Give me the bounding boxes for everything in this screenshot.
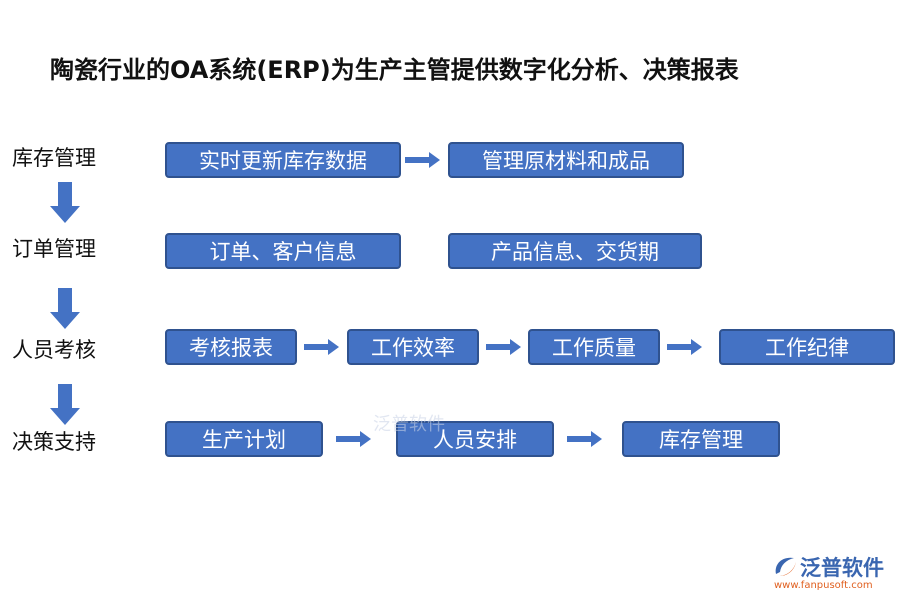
node-work-efficiency: 工作效率 bbox=[347, 329, 479, 365]
right-arrow-icon bbox=[667, 339, 702, 355]
down-arrow-icon bbox=[50, 288, 80, 329]
category-decision-support: 决策支持 bbox=[12, 430, 96, 454]
brand-logo-url: www.fanpusoft.com bbox=[774, 580, 873, 591]
node-realtime-inventory-update: 实时更新库存数据 bbox=[165, 142, 401, 178]
brand-logo-icon bbox=[775, 557, 796, 576]
diagram-title: 陶瓷行业的OA系统(ERP)为生产主管提供数字化分析、决策报表 bbox=[50, 56, 739, 84]
node-work-discipline: 工作纪律 bbox=[719, 329, 895, 365]
watermark: 泛普软件 bbox=[373, 414, 445, 435]
node-order-customer-info: 订单、客户信息 bbox=[165, 233, 401, 269]
node-inventory-management: 库存管理 bbox=[622, 421, 780, 457]
right-arrow-icon bbox=[304, 339, 339, 355]
node-assessment-report: 考核报表 bbox=[165, 329, 297, 365]
down-arrow-icon bbox=[50, 384, 80, 425]
right-arrow-icon bbox=[336, 431, 371, 447]
category-inventory: 库存管理 bbox=[12, 146, 96, 170]
brand-logo-name: 泛普软件 bbox=[800, 556, 884, 580]
node-work-quality: 工作质量 bbox=[528, 329, 660, 365]
category-staff-assessment: 人员考核 bbox=[12, 338, 96, 362]
right-arrow-icon bbox=[405, 152, 440, 168]
brand-logo: 泛普软件 www.fanpusoft.com bbox=[772, 552, 894, 596]
node-product-delivery-info: 产品信息、交货期 bbox=[448, 233, 702, 269]
node-staff-arrangement: 人员安排 bbox=[396, 421, 554, 457]
node-production-plan: 生产计划 bbox=[165, 421, 323, 457]
right-arrow-icon bbox=[567, 431, 602, 447]
node-manage-materials-products: 管理原材料和成品 bbox=[448, 142, 684, 178]
down-arrow-icon bbox=[50, 182, 80, 223]
right-arrow-icon bbox=[486, 339, 521, 355]
category-orders: 订单管理 bbox=[12, 237, 96, 261]
